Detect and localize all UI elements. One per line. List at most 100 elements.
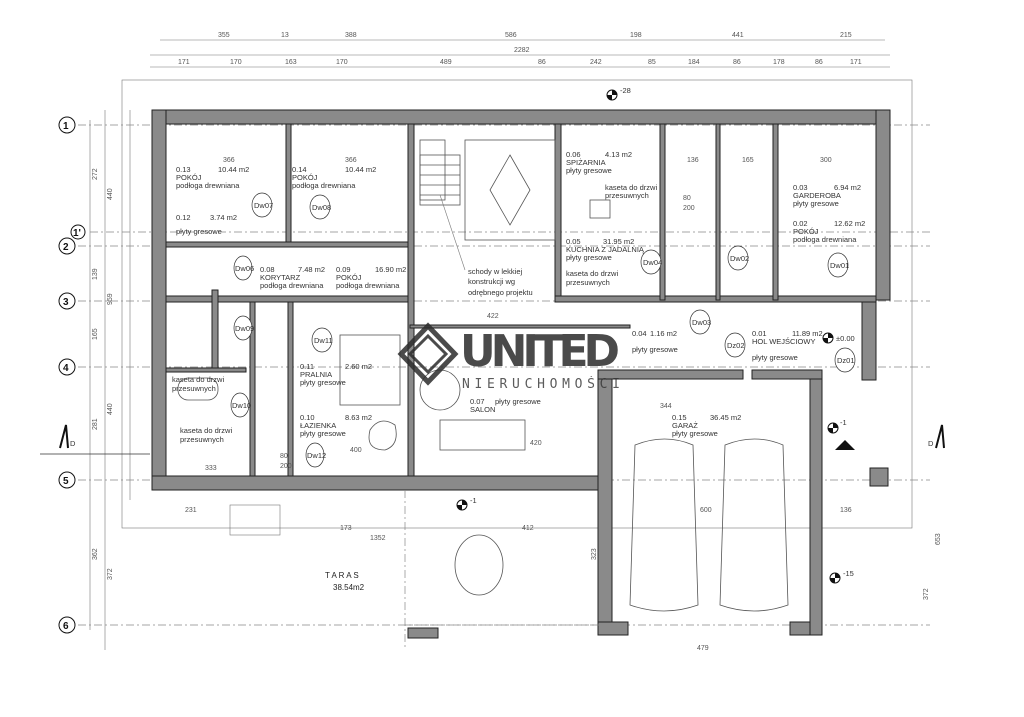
room-0-08-part: 7.48 m2 (298, 265, 325, 274)
door-tag: Dw03 (689, 309, 711, 335)
level-markers: ±0.00 -1 -1 -15 -28 (456, 86, 855, 584)
door-tag-part (834, 347, 856, 373)
room-0-03-part: 6.94 m2 (834, 183, 861, 192)
room-0-09-part: 16.90 m2 (375, 265, 406, 274)
dim: 170 (230, 59, 242, 66)
section-marker-right-part: D (928, 439, 934, 448)
furniture-part (589, 199, 611, 219)
room-0-11-part: PRALNIA (300, 370, 332, 379)
room-0-15-part: GARAŻ (672, 421, 698, 430)
room-0-07-part: 0.07 (470, 397, 485, 406)
cassette-note: przesuwnych (180, 435, 224, 444)
walls-part (597, 369, 613, 636)
walls-part (809, 369, 823, 636)
room-0-14-part: podłoga drewniana (292, 181, 356, 190)
room-0-12-part: 3.74 m2 (210, 213, 237, 222)
dim: 184 (688, 59, 700, 66)
dim: 372 (107, 568, 114, 580)
interior-dimensions-part: 333 (205, 465, 217, 472)
level-marker-icon-part (828, 423, 838, 433)
room-0-11-part: 2.60 m2 (345, 362, 372, 371)
room-0-07-part: SALON (470, 405, 495, 414)
door-tag-part (233, 255, 253, 281)
cassette-note: kaseta do drzwi (180, 426, 232, 435)
dim: 281 (92, 418, 99, 430)
room-0-10-part: ŁAZIENKA (300, 421, 336, 430)
dim: 355 (218, 32, 230, 39)
door-tag-part: Dz01 (837, 356, 855, 365)
axis-marker-3-part: 3 (63, 297, 69, 308)
furniture (177, 139, 889, 650)
terrace-label-part: T A R A S (325, 571, 359, 580)
axis-marker-4: 4 (58, 358, 76, 376)
axis-marker-1-part: 1 (63, 121, 69, 132)
walls-part (165, 295, 409, 303)
room-0-05-part: 31.95 m2 (603, 237, 634, 246)
door-tag-part: Dw10 (232, 401, 251, 410)
dim: 171 (850, 59, 862, 66)
room-0-03-part: płyty gresowe (793, 199, 839, 208)
room-0-01-part: 11.89 m2 (792, 329, 823, 338)
cassette-note: przesuwnych (172, 384, 216, 393)
room-0-14-part: POKÓJ (292, 173, 318, 182)
dim: 85 (648, 59, 656, 66)
level-marker-icon-part: -28 (620, 86, 631, 95)
level-marker-icon-part (823, 333, 833, 343)
interior-dimensions-part: 412 (522, 525, 534, 532)
room-0-04-part: 1.16 m2 (650, 329, 677, 338)
annotations: schody w lekkiej konstrukcji wg odrębneg… (172, 183, 657, 444)
room-0-01-part: płyty gresowe (752, 353, 798, 362)
furniture-part (869, 467, 889, 487)
room-0-05-part: 0.05 (566, 237, 581, 246)
axis-marker-5-part: 5 (63, 476, 69, 487)
furniture-part (419, 369, 461, 411)
grid-axes: 1 1' 2 3 4 5 6 (58, 116, 930, 634)
room-0-08-part: 0.08 (260, 265, 275, 274)
door-tag-part: Dw03 (692, 318, 711, 327)
room-0-08-part: podłoga drewniana (260, 281, 324, 290)
level-marker-icon: ±0.00 (822, 332, 855, 344)
room-0-06-part: 0.06 (566, 150, 581, 159)
walls-part (211, 289, 219, 371)
interior-dimensions: 366 366 136 165 300 422 344 600 479 136 … (185, 157, 942, 652)
walls-part (409, 324, 631, 329)
interior-dimensions-part: 136 (840, 507, 852, 514)
level-marker-icon-part: -15 (843, 569, 854, 578)
axis-marker-1-prime: 1' (70, 224, 86, 240)
door-tag-part: Dw11 (314, 336, 333, 345)
door-tag: Dw11 (311, 327, 333, 353)
room-0-09-part: POKÓJ (336, 273, 362, 282)
dim: 440 (107, 188, 114, 200)
room-0-12-part: 0.12 (176, 213, 191, 222)
walls-part (165, 367, 247, 373)
door-tag: Dw10 (230, 392, 251, 418)
interior-dimensions-part: 422 (487, 313, 499, 320)
door-tag-part (311, 327, 333, 353)
cassette-note: przesuwnych (566, 278, 610, 287)
walls-part (861, 299, 877, 381)
interior-dimensions-part: 366 (223, 157, 235, 164)
room-0-01-part: 0.01 (752, 329, 767, 338)
door-tag: Dw07 (251, 192, 273, 218)
door-tag: Dz02 (724, 332, 746, 358)
door-tag-part: Dw07 (254, 201, 273, 210)
door-tag-part (251, 192, 273, 218)
interior-dimensions-part: 420 (530, 440, 542, 447)
room-0-02-part: podłoga drewniana (793, 235, 857, 244)
door-tag: Dw02 (727, 245, 749, 271)
room-0-03-part: GARDEROBA (793, 191, 841, 200)
room-0-15-part: 36.45 m2 (710, 413, 741, 422)
level-marker-icon-part (607, 90, 617, 100)
door-height: 200 (280, 463, 292, 470)
door-tag-part (309, 194, 331, 220)
interior-dimensions-part: 366 (345, 157, 357, 164)
walls-part (659, 123, 666, 301)
interior-dimensions-part: 136 (687, 157, 699, 164)
room-0-13-part: podłoga drewniana (176, 181, 240, 190)
dim: 440 (107, 403, 114, 415)
door-tag-part: Dw04 (643, 258, 662, 267)
